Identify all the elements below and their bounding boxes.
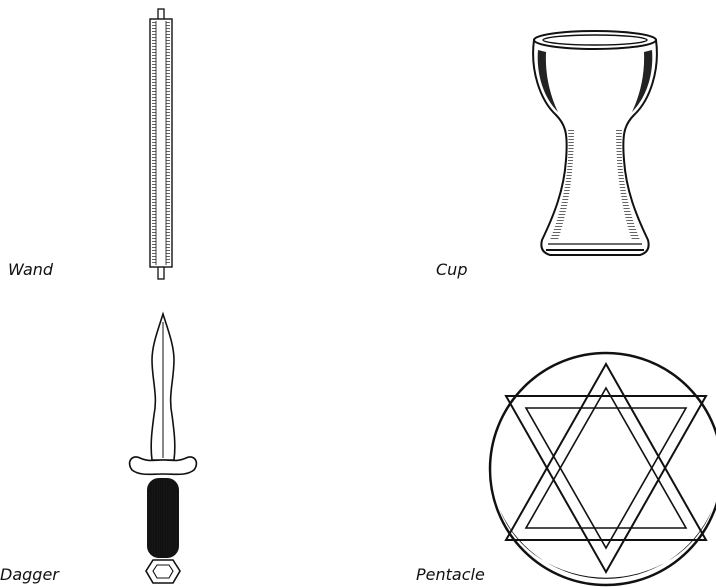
pentacle-label: Pentacle [416, 567, 485, 583]
dagger-label: Dagger [0, 567, 59, 583]
wand-icon [150, 9, 172, 279]
cup-icon [533, 31, 657, 255]
wand-label: Wand [8, 262, 53, 278]
dagger-icon [130, 314, 197, 583]
cup-label: Cup [436, 262, 467, 278]
pentacle-icon [490, 353, 716, 585]
